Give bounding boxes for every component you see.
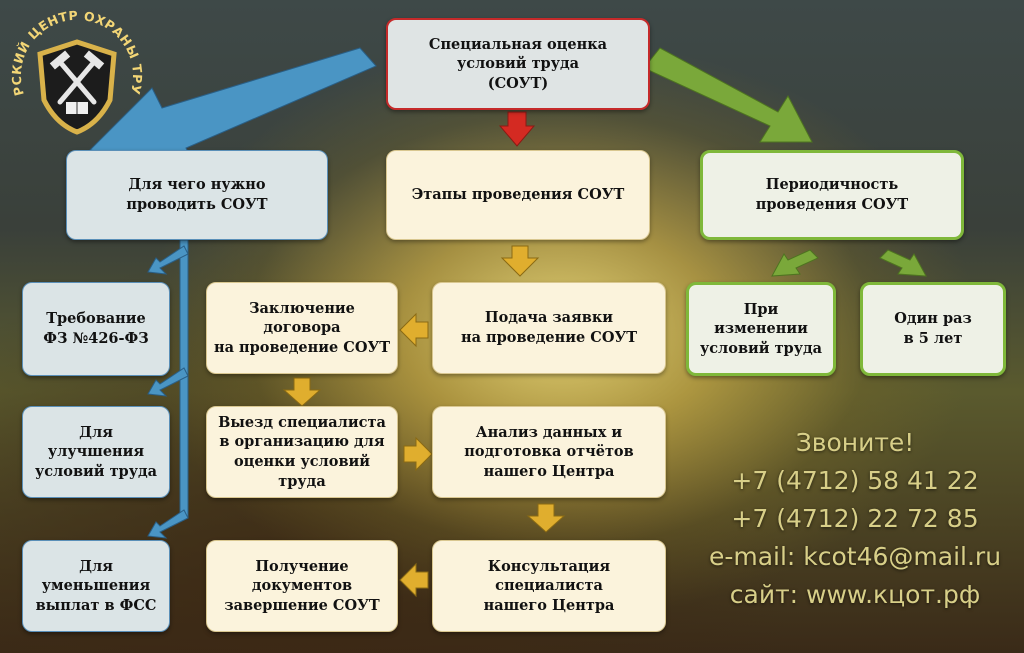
reason-improve-box: Для улучшения условий труда xyxy=(22,406,170,498)
green-arrow-right xyxy=(643,47,813,143)
reason-law-box: Требование ФЗ №426-ФЗ xyxy=(22,282,170,376)
gold-arrow-left-1 xyxy=(399,312,429,348)
step-consultation-box: Консультация специалиста нашего Центра xyxy=(432,540,666,632)
step-documents-box: Получение документов завершение СОУТ xyxy=(206,540,398,632)
green-arrow-small-right xyxy=(879,249,927,277)
contact-email[interactable]: e-mail: kcot46@mail.ru xyxy=(708,542,1002,571)
period-five-years-box: Один раз в 5 лет xyxy=(860,282,1006,376)
gold-arrow-left-2 xyxy=(399,562,429,598)
blue-branch-3 xyxy=(147,509,189,539)
blue-branch-2 xyxy=(147,367,189,397)
gold-arrow-down-3 xyxy=(526,503,566,533)
soup-title-box: Специальная оценка условий труда (СОУТ) xyxy=(386,18,650,110)
hammer-heads-icon xyxy=(49,50,105,70)
why-header-box: Для чего нужно проводить СОУТ xyxy=(66,150,328,240)
period-change-box: При изменении условий труда xyxy=(686,282,836,376)
periodicity-header-box: Периодичность проведения СОУТ xyxy=(700,150,964,240)
logo: КУРСКИЙ ЦЕНТР ОХРАНЫ ТРУДА xyxy=(2,2,145,135)
gold-arrow-down-1 xyxy=(500,245,540,277)
stages-header-box: Этапы проведения СОУТ xyxy=(386,150,650,240)
contact-call: Звоните! xyxy=(795,428,915,457)
red-arrow-down xyxy=(498,111,536,147)
green-arrow-small-left xyxy=(771,249,819,277)
step-application-box: Подача заявки на проведение СОУТ xyxy=(432,282,666,374)
step-contract-box: Заключение договора на проведение СОУТ xyxy=(206,282,398,374)
step-analysis-box: Анализ данных и подготовка отчётов нашег… xyxy=(432,406,666,498)
gold-arrow-right-1 xyxy=(403,436,433,472)
contact-phone-1[interactable]: +7 (4712) 58 41 22 xyxy=(731,466,979,495)
shield-icon xyxy=(37,39,117,135)
reason-fss-box: Для уменьшения выплат в ФСС xyxy=(22,540,170,632)
gold-arrow-down-2 xyxy=(282,377,322,407)
blue-branch-1 xyxy=(147,245,189,275)
hammers-icon xyxy=(57,59,97,105)
contact-site[interactable]: сайт: www.кцот.рф xyxy=(729,580,981,609)
book-icon xyxy=(66,102,88,114)
step-visit-box: Выезд специалиста в организацию для оцен… xyxy=(206,406,398,498)
contact-phone-2[interactable]: +7 (4712) 22 72 85 xyxy=(731,504,979,533)
